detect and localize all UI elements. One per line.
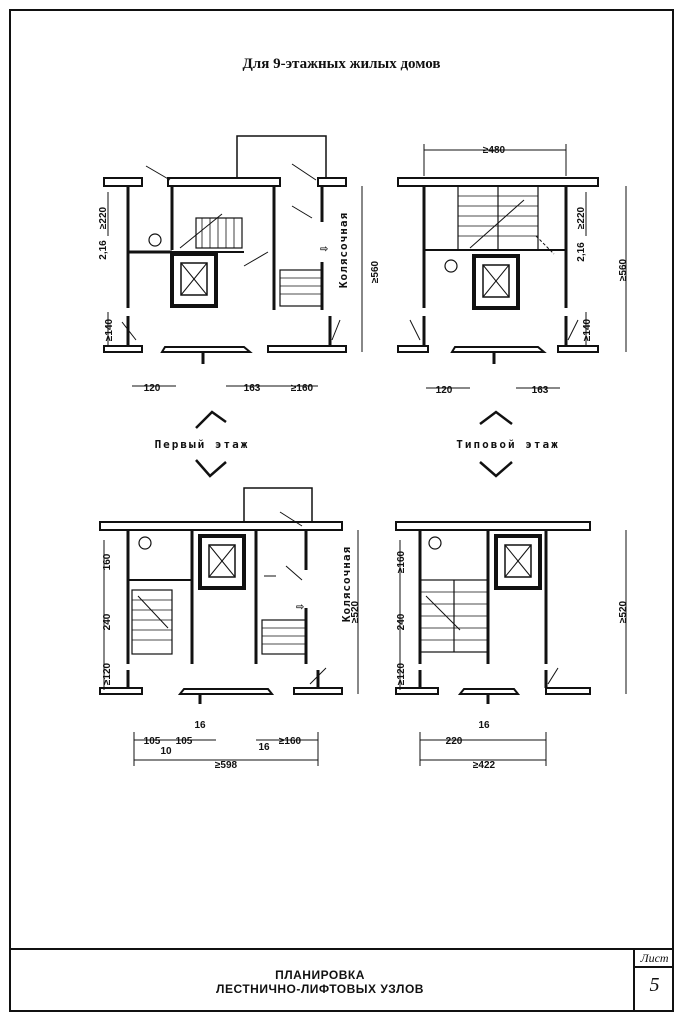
title-block-line-2: ЛЕСТНИЧНО-ЛИФТОВЫХ УЗЛОВ — [216, 982, 424, 996]
dim-c-b6: ≥160 — [279, 736, 302, 747]
direction-marks — [195, 410, 513, 478]
dim-a-bottom-2: 163 — [244, 383, 261, 394]
dim-d-b2: 220 — [446, 736, 463, 747]
stroller-room-label-a: Колясочная — [337, 212, 350, 288]
dim-a-bottom-3: ≥160 — [291, 383, 314, 394]
dim-c-total: ≥598 — [215, 760, 238, 771]
dim-c-left-3: ≥120 — [102, 662, 113, 685]
sheet-frame — [9, 9, 674, 1012]
title-block-main: ПЛАНИРОВКА ЛЕСТНИЧНО-ЛИФТОВЫХ УЗЛОВ — [9, 950, 631, 1012]
dim-b-top: ≥480 — [483, 145, 506, 156]
arrow-c: ⇨ — [296, 602, 304, 613]
dim-b-top-220: ≥220 — [576, 206, 587, 229]
typical-floor-label: Типовой этаж — [456, 438, 559, 451]
dim-b-side: ≥560 — [618, 258, 629, 281]
title-block-line-1: ПЛАНИРОВКА — [275, 968, 365, 982]
plan-first-floor-bottom — [99, 487, 359, 766]
dim-d-b1: 16 — [478, 720, 490, 731]
dim-c-left-2: 240 — [102, 613, 113, 630]
dim-c-b5: 16 — [258, 742, 270, 753]
dim-b-bottom-side: ≥140 — [582, 318, 593, 341]
first-floor-label: Первый этаж — [155, 438, 250, 451]
dim-c-left-1: 160 — [102, 553, 113, 570]
dim-c-b3: 10 — [160, 746, 172, 757]
dim-c-b2: 105 — [176, 736, 193, 747]
dim-c-side: ≥520 — [350, 600, 361, 623]
dim-a-side: ≥560 — [370, 260, 381, 283]
dim-a-bottom-side: ≥140 — [104, 318, 115, 341]
dim-b-bottom-2: 163 — [532, 385, 549, 396]
title-block: ПЛАНИРОВКА ЛЕСТНИЧНО-ЛИФТОВЫХ УЗЛОВ Лист… — [9, 948, 674, 1012]
plan-first-floor-top — [103, 135, 363, 387]
dim-a-top-216: 2,16 — [98, 240, 109, 260]
plan-typical-floor-bottom — [395, 521, 627, 766]
stroller-room-label-c: Колясочная — [340, 546, 353, 622]
dim-b-top-216: 2,16 — [576, 242, 587, 262]
dim-d-left-3: ≥120 — [396, 662, 407, 685]
plan-typical-floor-top — [397, 144, 627, 389]
arrow-a: ⇨ — [320, 244, 328, 255]
dim-a-top-220: ≥220 — [98, 206, 109, 229]
sheet-number-box: Лист 5 — [633, 950, 674, 1012]
dim-c-b4: 16 — [194, 720, 206, 731]
sheet-number: 5 — [649, 974, 660, 996]
dim-a-bottom-1: 120 — [144, 383, 161, 394]
sheet-label: Лист — [635, 950, 674, 968]
dim-d-total: ≥422 — [473, 760, 496, 771]
sheet-title: Для 9-этажных жилых домов — [242, 56, 441, 72]
dim-d-left-2: 240 — [396, 613, 407, 630]
dim-d-side: ≥520 — [618, 600, 629, 623]
dim-c-b1: 105 — [144, 736, 161, 747]
dim-b-bottom-1: 120 — [436, 385, 453, 396]
dim-d-left-1: ≥160 — [396, 550, 407, 573]
